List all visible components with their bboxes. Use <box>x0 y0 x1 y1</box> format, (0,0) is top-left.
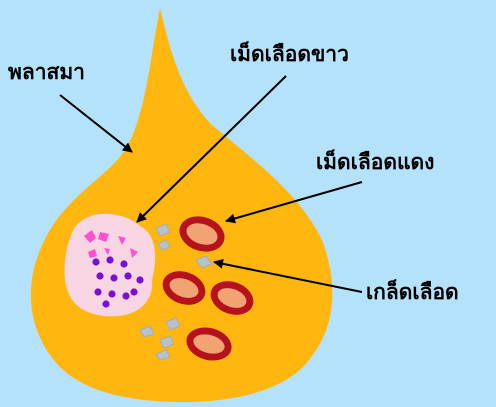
label-white-blood-cell: เม็ดเลือดขาว <box>230 44 349 65</box>
label-plasma: พลาสมา <box>8 62 85 83</box>
label-platelet: เกล็ดเลือด <box>366 282 459 303</box>
white-blood-cell <box>65 214 156 316</box>
label-red-blood-cell: เม็ดเลือดแดง <box>316 152 434 173</box>
arrow-plasma <box>60 95 132 152</box>
